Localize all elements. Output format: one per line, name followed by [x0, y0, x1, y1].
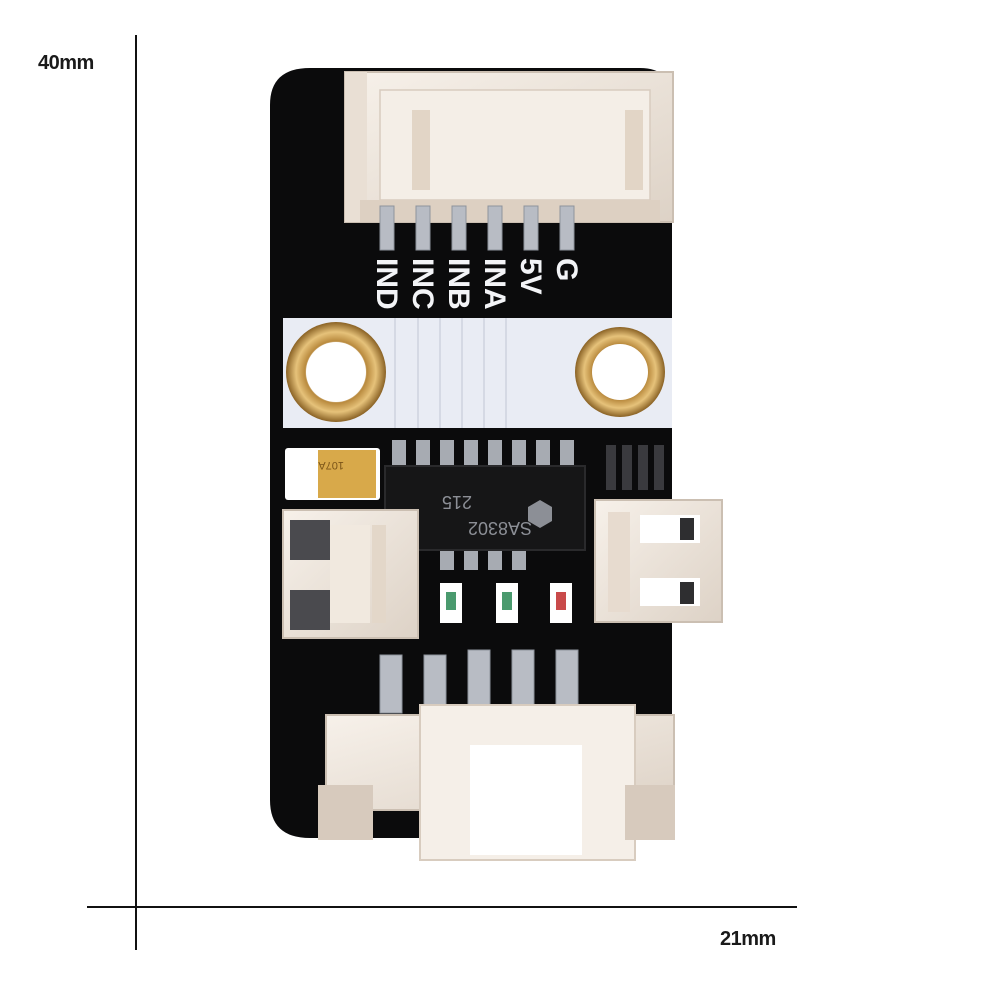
pin-label-inc: INC — [406, 258, 439, 310]
capacitor-marking: 107A — [318, 459, 344, 471]
height-dimension-label: 40mm — [38, 52, 94, 74]
pin-label-inb: INB — [442, 258, 475, 310]
pin-label-ina: INA — [478, 258, 511, 310]
vertical-dimension-line — [135, 35, 137, 950]
horizontal-dimension-line — [87, 906, 797, 908]
chip-marking: SA8302 — [468, 518, 532, 538]
pin-label-5v: 5V — [514, 258, 547, 295]
width-dimension-label: 21mm — [720, 928, 776, 950]
chip-code: 215 — [442, 492, 472, 512]
pin-label-g: G — [550, 258, 583, 281]
pin-label-ind: IND — [370, 258, 403, 310]
